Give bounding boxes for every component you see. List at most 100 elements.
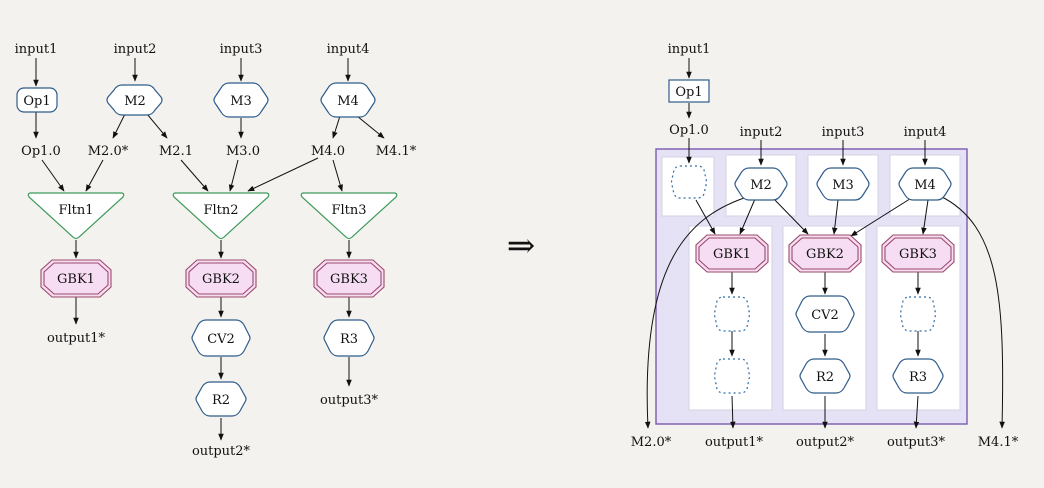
gbk2-outer: [185, 259, 257, 298]
right-gbk1-inner: [698, 237, 766, 270]
left-gbk2-node: GBK2: [185, 259, 257, 298]
pc-op1-0: Op1.0: [21, 144, 61, 159]
right-m4-1-output: M4.1*: [978, 435, 1019, 450]
left-output1-label: output1*: [47, 331, 106, 346]
combiner-placeholder-3: [899, 296, 937, 332]
left-r3-node: R3: [323, 319, 375, 357]
pc-m4-0: M4.0: [311, 144, 345, 159]
pc-m3-0: M3.0: [226, 144, 260, 159]
gbk3-label: GBK3: [330, 272, 368, 287]
right-output3-label: output3*: [887, 435, 946, 450]
left-fltn2-node: Fltn2: [172, 192, 270, 240]
gbk3-outer: [313, 259, 385, 298]
right-r2-node: R2: [799, 358, 851, 394]
right-m3-label: M3: [832, 178, 854, 193]
r2-label: R2: [212, 393, 230, 408]
right-gbk1-outer: [695, 234, 769, 273]
fltn1-label: Fltn1: [58, 203, 93, 218]
right-input1-label: input1: [668, 42, 711, 57]
left-cv2-node: CV2: [191, 319, 251, 357]
fltn1-shape: [27, 192, 125, 240]
right-r3-shape: [892, 358, 944, 394]
right-graph: input1 input2 input3 input4 Op1 Op1.0 M2…: [631, 42, 1019, 450]
edge: [771, 196, 809, 235]
edge: [85, 159, 104, 192]
left-edges: [33, 58, 385, 441]
right-m4-shape: [898, 167, 952, 201]
right-gbk2-outer: [788, 234, 862, 273]
transform-arrow: ⇒: [507, 226, 536, 266]
edge: [332, 115, 341, 139]
r3-shape: [323, 319, 375, 357]
pc-m2-1: M2.1: [159, 144, 193, 159]
right-input2-label: input2: [740, 125, 783, 140]
fltn2-label: Fltn2: [203, 203, 238, 218]
edge: [831, 199, 839, 235]
right-input4-label: input4: [904, 125, 947, 140]
right-m2-node: M2: [734, 167, 788, 201]
right-input3-label: input3: [822, 125, 865, 140]
right-gbk3-outer: [881, 234, 955, 273]
right-gbk3-label: GBK3: [899, 247, 937, 262]
left-m2-node: M2: [106, 84, 163, 116]
right-gbk3-inner: [884, 237, 952, 270]
right-op1-label: Op1: [675, 85, 702, 100]
right-gbk1-node: GBK1: [695, 234, 769, 273]
gbk2-inner: [188, 262, 254, 295]
edge: [41, 159, 65, 192]
edge: [180, 159, 209, 192]
r3-label: R3: [340, 332, 358, 347]
cv2-label: CV2: [207, 332, 235, 347]
right-cv2-label: CV2: [811, 308, 839, 323]
edge-m2-out: [644, 195, 751, 429]
edge: [850, 196, 914, 237]
identity-map-placeholder: [670, 165, 708, 199]
right-op1-box: [668, 79, 710, 103]
op1-label: Op1: [23, 94, 50, 109]
gbk1-label: GBK1: [57, 272, 95, 287]
right-m4-label: M4: [914, 178, 936, 193]
right-op1-node: Op1: [668, 79, 710, 103]
gbk1-outer: [40, 259, 112, 298]
right-gbk1-label: GBK1: [713, 247, 751, 262]
left-op1-node: Op1: [16, 87, 58, 113]
m3-shape: [213, 82, 269, 118]
edge: [739, 198, 756, 235]
cv2-shape: [191, 319, 251, 357]
edge: [695, 199, 716, 235]
left-graph: input1 input2 input3 input4 Op1 M2 M3 M4…: [15, 42, 417, 459]
combiner-placeholder-1: [713, 296, 751, 332]
left-r2-node: R2: [195, 381, 247, 417]
edge: [247, 157, 319, 192]
right-gbk3-node: GBK3: [881, 234, 955, 273]
m3-label: M3: [230, 94, 252, 109]
right-r3-node: R3: [892, 358, 944, 394]
right-m2-shape: [734, 167, 788, 201]
left-input3-label: input3: [220, 42, 263, 57]
edge: [228, 159, 239, 192]
right-r3-label: R3: [909, 370, 927, 385]
op1-box: [16, 87, 58, 113]
r2-shape: [195, 381, 247, 417]
right-output1-label: output1*: [705, 435, 764, 450]
left-input1-label: input1: [15, 42, 58, 57]
edge: [913, 395, 920, 429]
edge: [332, 159, 343, 192]
right-m2-0-output: M2.0*: [631, 435, 672, 450]
right-cv2-shape: [795, 295, 855, 333]
m2-shape: [106, 84, 163, 116]
left-fltn3-node: Fltn3: [300, 192, 398, 240]
right-r2-label: R2: [816, 370, 834, 385]
right-m3-shape: [816, 167, 870, 201]
m4-label: M4: [337, 94, 359, 109]
left-gbk1-node: GBK1: [40, 259, 112, 298]
right-gbk2-inner: [791, 237, 859, 270]
gbk2-label: GBK2: [202, 272, 240, 287]
right-gbk2-label: GBK2: [806, 247, 844, 262]
fltn3-shape: [300, 192, 398, 240]
fltn2-shape: [172, 192, 270, 240]
left-input2-label: input2: [114, 42, 157, 57]
gbk1-inner: [43, 262, 109, 295]
m4-shape: [320, 82, 376, 118]
pc-m4-1: M4.1*: [376, 144, 417, 159]
